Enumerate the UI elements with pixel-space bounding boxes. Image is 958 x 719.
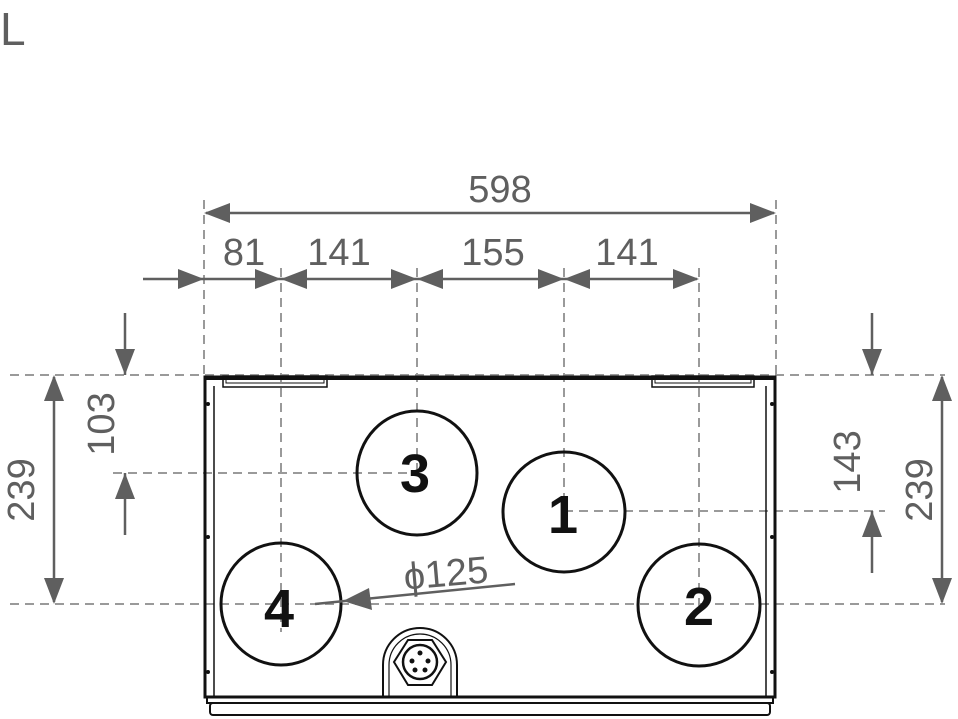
centerlines (10, 200, 945, 632)
svg-text:155: 155 (461, 232, 524, 274)
dimension-chain-horizontal: 81 141 155 141 (143, 232, 699, 289)
dimension-right-143: 143 (827, 313, 882, 573)
dimension-total-width: 598 (204, 169, 776, 223)
port-4: 4 (219, 541, 343, 667)
port-label: 2 (684, 577, 714, 637)
port-1: 1 (501, 450, 627, 574)
svg-text:103: 103 (81, 392, 123, 455)
svg-text:143: 143 (827, 430, 869, 493)
port-3: 3 (355, 409, 479, 537)
dimension-left-103: 103 (81, 313, 135, 535)
port-label: 4 (264, 579, 294, 639)
svg-text:239: 239 (1, 458, 43, 521)
svg-text:ϕ125: ϕ125 (402, 549, 490, 598)
port-label: 3 (400, 444, 430, 504)
dimension-right-239: 239 (899, 375, 952, 604)
svg-text:141: 141 (307, 232, 370, 274)
svg-text:239: 239 (899, 458, 941, 521)
electrical-connector (382, 627, 458, 697)
unit-body (203, 375, 777, 716)
svg-text:598: 598 (468, 169, 531, 211)
port-2: 2 (636, 542, 762, 668)
svg-text:141: 141 (595, 232, 658, 274)
port-label: 1 (548, 485, 578, 545)
dimension-diameter: ϕ125 (314, 549, 516, 610)
dimension-left-239: 239 (1, 375, 64, 604)
svg-text:81: 81 (223, 232, 265, 274)
view-label: L (0, 3, 26, 55)
